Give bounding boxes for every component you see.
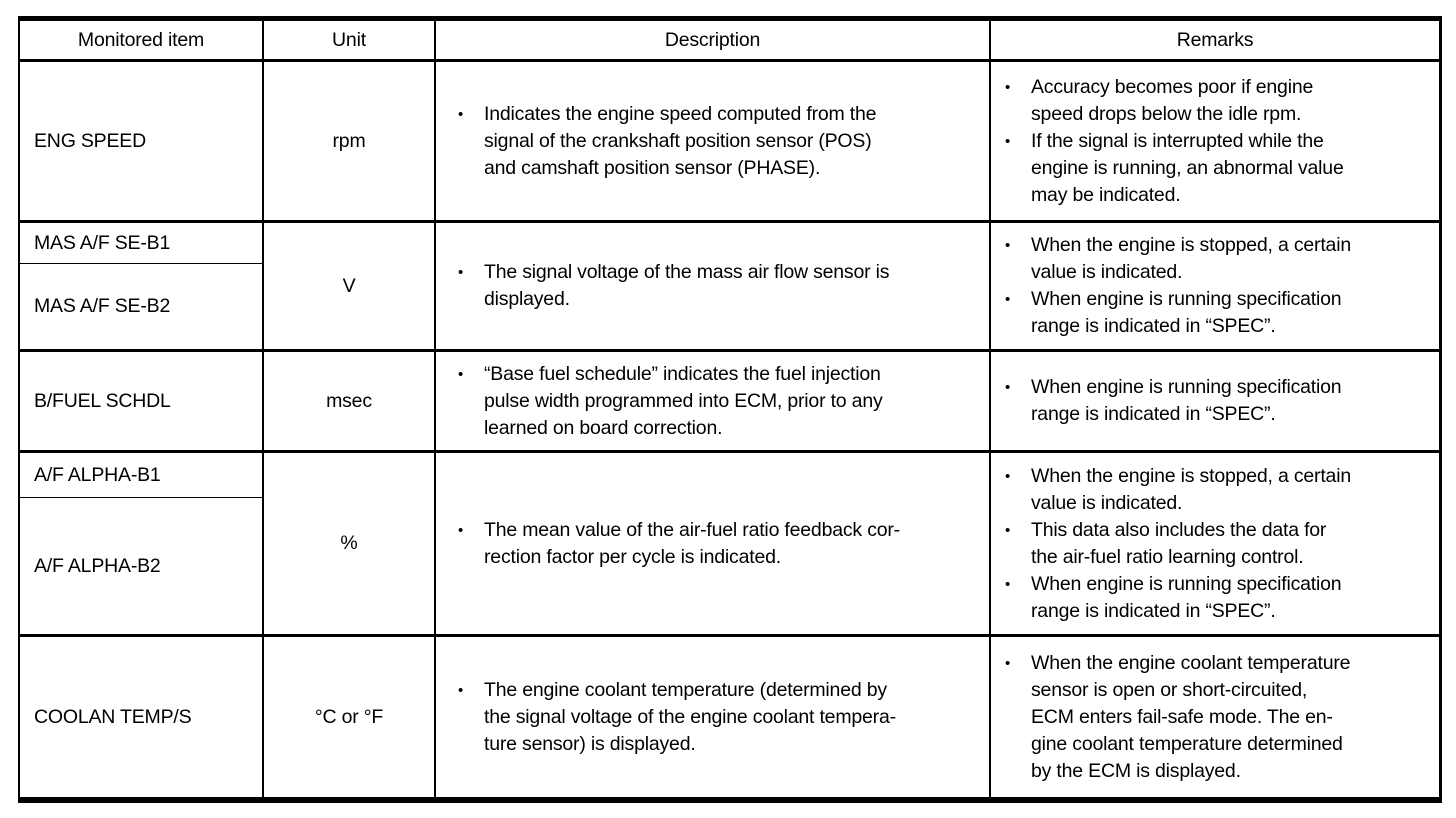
monitored-item-label: A/F ALPHA-B1: [34, 463, 161, 486]
bullet-icon: •: [1005, 237, 1011, 254]
monitored-item-label: MAS A/F SE-B2: [34, 295, 171, 317]
bullet-icon: •: [1005, 575, 1011, 593]
header-cell-remarks: Remarks: [989, 21, 1439, 59]
monitored-item-cell-split: MAS A/F SE-B1 MAS A/F SE-B2: [20, 223, 262, 349]
remarks-text: When engine is running specification ran…: [1031, 288, 1342, 337]
unit-cell: V: [262, 223, 434, 349]
bullet-icon: •: [1005, 291, 1011, 308]
description-cell: • Indicates the engine speed computed fro…: [434, 62, 989, 220]
bullet-icon: •: [1005, 379, 1011, 396]
remarks-text: When engine is running specification ran…: [1031, 376, 1342, 425]
unit-cell: %: [262, 453, 434, 634]
remarks-text: When the engine is stopped, a certain va…: [1031, 234, 1351, 283]
bullet-icon: •: [1005, 78, 1011, 96]
header-label: Description: [664, 28, 761, 51]
remarks-text: This data also includes the data for the…: [1031, 518, 1327, 568]
description-bullet: • The engine coolant temperature (determi…: [458, 677, 985, 758]
description-cell: • The engine coolant temperature (determi…: [434, 637, 989, 797]
description-text: The mean value of the air-fuel ratio fee…: [484, 518, 900, 568]
header-cell-description: Description: [434, 21, 989, 59]
bullet-icon: •: [458, 105, 464, 123]
remarks-bullet: • When engine is running specification ra…: [1005, 286, 1435, 340]
description-cell: • The signal voltage of the mass air flow…: [434, 223, 989, 349]
monitored-item-subcell: MAS A/F SE-B2: [20, 264, 262, 349]
bullet-icon: •: [458, 521, 464, 539]
description-text: The signal voltage of the mass air flow …: [484, 261, 890, 310]
unit-label: rpm: [332, 129, 366, 152]
monitored-item-label: A/F ALPHA-B2: [34, 554, 161, 577]
monitored-item-cell: COOLAN TEMP/S: [20, 637, 262, 797]
bullet-icon: •: [1005, 654, 1011, 672]
header-label: Monitored item: [77, 28, 205, 51]
remarks-text: When engine is running specification ran…: [1031, 572, 1342, 622]
header-cell-monitored-item: Monitored item: [20, 21, 262, 59]
remarks-text: If the signal is interrupted while the e…: [1031, 129, 1344, 206]
remarks-cell: • Accuracy becomes poor if engine speed d…: [989, 62, 1439, 220]
remarks-text: When the engine is stopped, a certain va…: [1031, 464, 1351, 514]
remarks-cell: • When the engine is stopped, a certain v…: [989, 453, 1439, 634]
bullet-icon: •: [1005, 132, 1011, 150]
unit-label: °C or °F: [314, 705, 384, 728]
header-cell-unit: Unit: [262, 21, 434, 59]
monitored-item-label: B/FUEL SCHDL: [34, 389, 171, 412]
monitored-item-subcell: A/F ALPHA-B1: [20, 453, 262, 498]
remarks-text: Accuracy becomes poor if engine speed dr…: [1031, 75, 1314, 125]
bullet-icon: •: [458, 681, 464, 699]
unit-cell: °C or °F: [262, 637, 434, 797]
table-row: A/F ALPHA-B1 A/F ALPHA-B2 % • The mean va…: [20, 450, 1439, 634]
monitored-item-label: COOLAN TEMP/S: [34, 705, 192, 728]
bullet-icon: •: [1005, 467, 1011, 485]
description-cell: • The mean value of the air-fuel ratio fe…: [434, 453, 989, 634]
remarks-bullet: • This data also includes the data for th…: [1005, 517, 1435, 571]
bullet-icon: •: [458, 365, 464, 383]
header-label: Remarks: [1176, 28, 1254, 51]
remarks-bullet: • Accuracy becomes poor if engine speed d…: [1005, 74, 1435, 128]
remarks-bullet: • When the engine is stopped, a certain v…: [1005, 463, 1435, 517]
table-row: COOLAN TEMP/S °C or °F • The engine coola…: [20, 634, 1439, 797]
unit-label: msec: [326, 389, 372, 412]
remarks-bullet: • When the engine coolant temperature sen…: [1005, 650, 1435, 785]
remarks-bullet: • When the engine is stopped, a certain v…: [1005, 232, 1435, 286]
remarks-bullet: • If the signal is interrupted while the …: [1005, 128, 1435, 209]
monitored-item-label: MAS A/F SE-B1: [34, 231, 171, 254]
table-row: MAS A/F SE-B1 MAS A/F SE-B2 V • The signa…: [20, 220, 1439, 349]
table-row: B/FUEL SCHDL msec • “Base fuel schedule” …: [20, 349, 1439, 450]
unit-label: V: [342, 274, 356, 297]
description-text: “Base fuel schedule” indicates the fuel …: [484, 362, 883, 439]
remarks-text: When the engine coolant temperature sens…: [1031, 651, 1351, 782]
monitored-item-subcell: A/F ALPHA-B2: [20, 498, 262, 634]
description-text: Indicates the engine speed computed from…: [484, 102, 877, 179]
description-bullet: • “Base fuel schedule” indicates the fuel…: [458, 361, 985, 442]
remarks-bullet: • When engine is running specification ra…: [1005, 571, 1435, 625]
monitored-item-label: ENG SPEED: [34, 129, 146, 152]
remarks-cell: • When engine is running specification ra…: [989, 352, 1439, 450]
monitored-items-table: Monitored item Unit Description Remarks …: [18, 16, 1442, 803]
table-row: ENG SPEED rpm • Indicates the engine spee…: [20, 59, 1439, 220]
description-text: The engine coolant temperature (determin…: [484, 678, 896, 755]
description-cell: • “Base fuel schedule” indicates the fuel…: [434, 352, 989, 450]
remarks-bullet: • When engine is running specification ra…: [1005, 374, 1435, 428]
description-bullet: • The signal voltage of the mass air flow…: [458, 259, 985, 313]
monitored-item-subcell: MAS A/F SE-B1: [20, 223, 262, 264]
remarks-cell: • When the engine is stopped, a certain v…: [989, 223, 1439, 349]
unit-cell: msec: [262, 352, 434, 450]
monitored-item-cell-split: A/F ALPHA-B1 A/F ALPHA-B2: [20, 453, 262, 634]
table-header-row: Monitored item Unit Description Remarks: [20, 21, 1439, 59]
monitored-item-cell: B/FUEL SCHDL: [20, 352, 262, 450]
unit-label: %: [340, 532, 358, 554]
bullet-icon: •: [458, 264, 464, 281]
description-bullet: • Indicates the engine speed computed fro…: [458, 101, 985, 182]
header-label: Unit: [332, 28, 366, 51]
monitored-item-cell: ENG SPEED: [20, 62, 262, 220]
bullet-icon: •: [1005, 521, 1011, 539]
description-bullet: • The mean value of the air-fuel ratio fe…: [458, 517, 985, 571]
remarks-cell: • When the engine coolant temperature sen…: [989, 637, 1439, 797]
unit-cell: rpm: [262, 62, 434, 220]
